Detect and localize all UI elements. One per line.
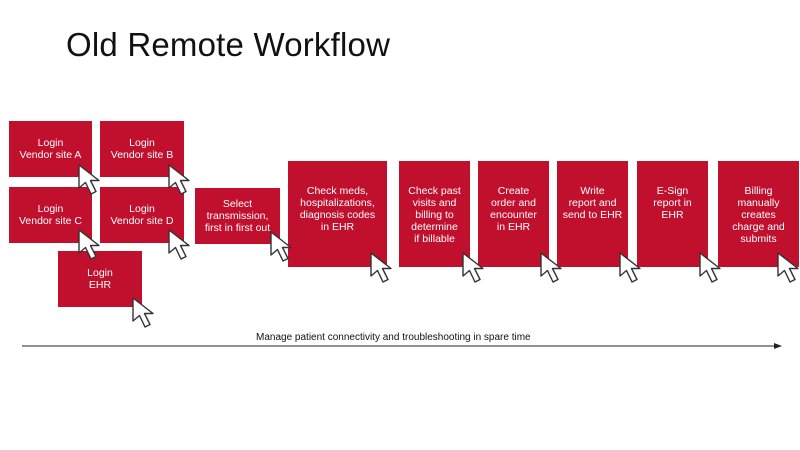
step-select-transmission: Select transmission, first in first out bbox=[195, 188, 280, 244]
page-title: Old Remote Workflow bbox=[66, 26, 391, 63]
step-check-past-visits: Check past visits and billing to determi… bbox=[399, 161, 470, 267]
step-create-order: Create order and encounter in EHR bbox=[478, 161, 549, 267]
step-login-vendor-site-c: Login Vendor site C bbox=[9, 187, 92, 243]
step-e-sign-report: E-Sign report in EHR bbox=[637, 161, 708, 267]
step-check-meds: Check meds, hospitalizations, diagnosis … bbox=[288, 161, 387, 267]
mouse-pointer-icon bbox=[368, 251, 402, 285]
mouse-pointer-icon bbox=[76, 163, 110, 197]
mouse-pointer-icon bbox=[697, 251, 731, 285]
mouse-pointer-icon bbox=[130, 296, 164, 330]
mouse-pointer-icon bbox=[268, 230, 302, 264]
timeline-arrow bbox=[22, 339, 784, 353]
step-billing: Billing manually creates charge and subm… bbox=[718, 161, 799, 267]
timeline-caption: Manage patient connectivity and troubles… bbox=[256, 332, 531, 343]
mouse-pointer-icon bbox=[166, 228, 200, 262]
step-login-vendor-site-a: Login Vendor site A bbox=[9, 121, 92, 177]
mouse-pointer-icon bbox=[166, 163, 200, 197]
step-login-vendor-site-d: Login Vendor site D bbox=[100, 187, 184, 243]
mouse-pointer-icon bbox=[538, 251, 572, 285]
step-write-report: Write report and send to EHR bbox=[557, 161, 628, 267]
mouse-pointer-icon bbox=[460, 251, 494, 285]
mouse-pointer-icon bbox=[76, 228, 110, 262]
mouse-pointer-icon bbox=[775, 251, 800, 285]
step-login-ehr: Login EHR bbox=[58, 251, 142, 307]
mouse-pointer-icon bbox=[617, 251, 651, 285]
